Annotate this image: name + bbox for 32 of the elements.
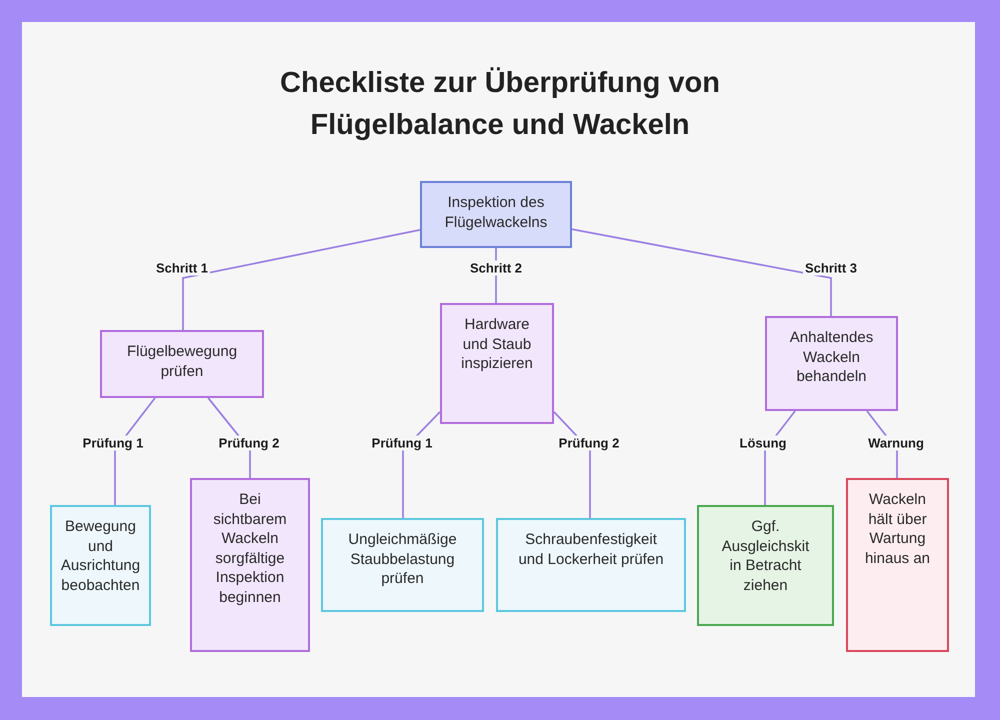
process-box	[190, 478, 310, 652]
node-text: Inspektion des Flügelwackelns	[444, 193, 548, 232]
node-text: Hardware und Staub inspizieren	[460, 315, 534, 374]
node-text: Anhaltendes Wackeln behandeln	[788, 328, 874, 386]
diagram-title: Checkliste zur Überprüfung von Flügelbalance und Wackeln	[279, 66, 721, 143]
edge-label: Prüfung 1	[370, 436, 434, 450]
edge-label: Prüfung 2	[216, 436, 282, 450]
process-box	[496, 518, 686, 612]
edge-label: Schritt 2	[468, 260, 524, 276]
connector-line	[182, 229, 420, 330]
node-text: Wackeln hält über Wartung hinaus an	[864, 490, 932, 568]
edge-label: Lösung	[738, 436, 788, 450]
process-box	[100, 330, 264, 398]
process-box	[765, 316, 898, 411]
node-text: Bei sichtbarem Wackeln sorgfältige Inspektion beginnen	[212, 490, 288, 607]
process-box	[50, 505, 151, 626]
node-text: Schraubenfestigkeit und Lockerheit prüfen	[517, 530, 665, 569]
connector-line	[572, 228, 832, 316]
edge-label: Schritt 3	[803, 260, 859, 276]
node-text: Bewegung und Ausrichtung beobachten	[60, 517, 142, 595]
process-box	[846, 478, 949, 652]
process-box	[321, 518, 484, 612]
edge-label: Warnung	[866, 436, 926, 450]
node-text: Flügelbewegung prüfen	[126, 342, 238, 381]
edge-label: Schritt 1	[154, 260, 210, 276]
node-text: Ggf. Ausgleichskit in Betracht ziehen	[720, 517, 810, 595]
edge-label: Prüfung 1	[80, 436, 146, 450]
process-box	[697, 505, 834, 626]
process-box	[420, 181, 572, 248]
edge-label: Prüfung 2	[556, 436, 622, 450]
process-box	[440, 303, 554, 424]
node-text: Ungleichmäßige Staubbelastung prüfen	[347, 530, 458, 588]
